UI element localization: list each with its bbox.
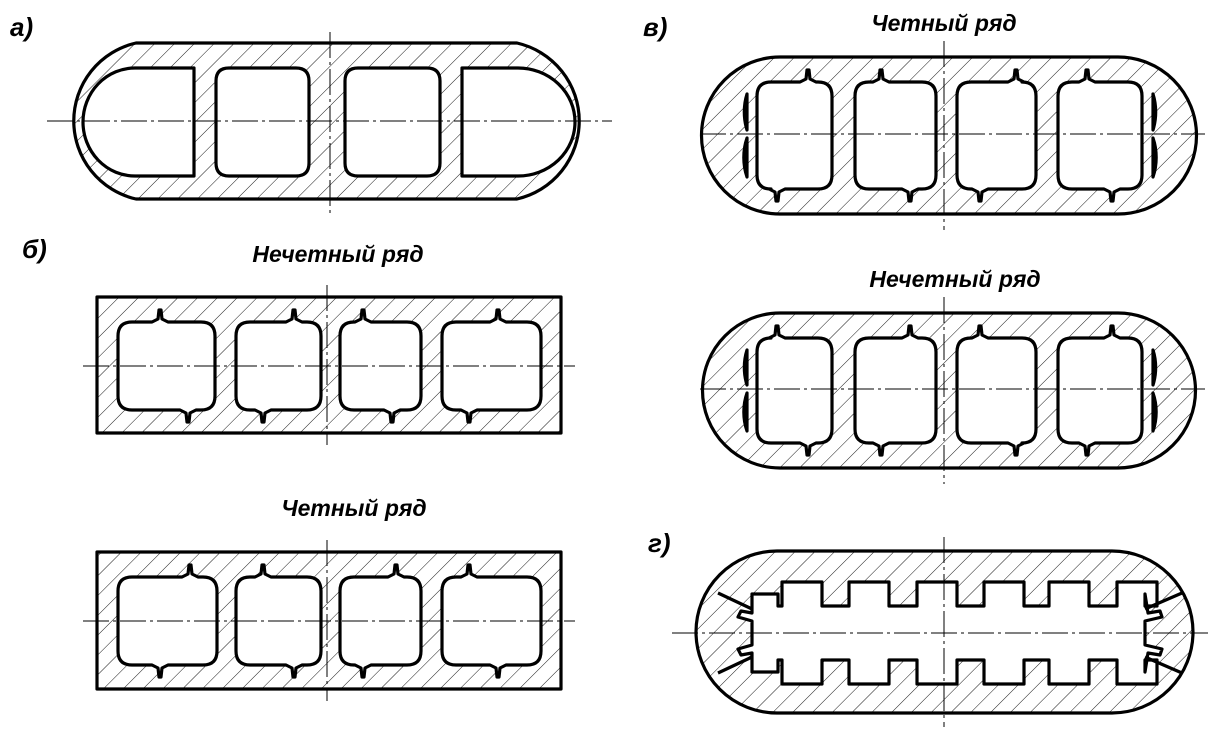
b-odd-void-3: [338, 308, 423, 424]
v-even-end-slot-right-top: [1151, 92, 1158, 132]
g-end-joints: [717, 591, 1183, 675]
figure-v-even-row-block: [699, 41, 1205, 230]
b-even-outer-contour: [95, 550, 563, 691]
b-even-void-1: [116, 563, 219, 679]
title-v-odd-row: Нечетный ряд: [869, 266, 1040, 292]
panel-label-g: г): [648, 528, 671, 558]
b-odd-void-4: [440, 308, 543, 424]
b-even-void-3: [338, 563, 423, 679]
v-even-end-slot-right-bottom: [1151, 136, 1158, 179]
title-v-even-row: Четный ряд: [871, 10, 1016, 36]
figure-b-odd-row-block: [83, 285, 575, 445]
b-even-void-2: [234, 563, 323, 679]
v-odd-void-3: [955, 324, 1038, 457]
g-ribbed-cavity: [736, 580, 1164, 686]
title-b-even-row: Четный ряд: [281, 495, 426, 521]
v-odd-end-slot-right-bottom: [1151, 391, 1158, 433]
panel-label-a: а): [10, 12, 33, 42]
g-outer-contour: [694, 549, 1195, 715]
v-odd-void-2: [853, 324, 938, 457]
void-a-1: [81, 66, 196, 178]
v-odd-end-slot-right-top: [1151, 348, 1158, 387]
panel-label-b: б): [22, 234, 47, 264]
panel-label-v: в): [643, 12, 667, 42]
v-even-outer-contour: [699, 55, 1199, 216]
figure-v-odd-row-block: [700, 297, 1205, 484]
v-even-void-3: [955, 68, 1038, 203]
void-a-4: [460, 66, 577, 178]
v-odd-outer-contour: [700, 311, 1198, 470]
b-odd-outer-contour: [95, 295, 563, 435]
b-odd-void-1: [116, 308, 217, 424]
b-even-void-4: [440, 563, 543, 679]
v-even-end-slot-left-top: [742, 92, 749, 132]
v-even-void-4: [1056, 68, 1144, 203]
figure-b-even-row-block: [83, 540, 575, 701]
v-odd-end-slot-left-bottom: [742, 391, 749, 433]
b-odd-void-2: [234, 308, 323, 424]
title-b-odd-row: Нечетный ряд: [252, 241, 423, 267]
figure-a-stadium-block: [47, 32, 612, 213]
v-even-end-slot-left-bottom: [742, 136, 749, 179]
void-a-3: [343, 66, 442, 178]
v-odd-void-4: [1056, 324, 1144, 457]
void-a-2: [214, 66, 311, 178]
v-even-void-2: [853, 68, 938, 203]
v-even-void-1: [755, 68, 834, 203]
v-odd-void-1: [755, 324, 834, 457]
v-odd-end-slot-left-top: [742, 348, 749, 387]
figure-g-ribbed-block: [672, 537, 1208, 727]
